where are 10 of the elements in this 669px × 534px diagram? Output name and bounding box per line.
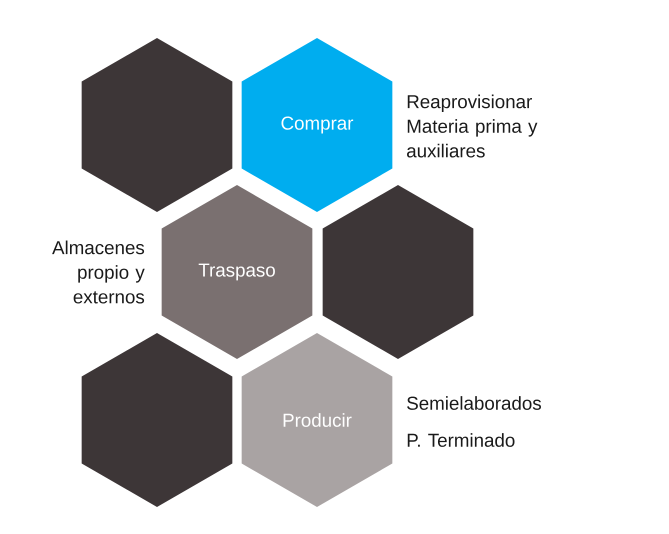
hexagon <box>82 38 232 212</box>
hexagon: Producir <box>242 333 392 507</box>
side-note: Semielaborados <box>407 396 541 410</box>
hexagon <box>322 185 474 359</box>
side-note: P. Terminado <box>408 433 514 447</box>
hexagon: Traspaso <box>162 185 312 359</box>
side-note: Reaprovisionar Materia prima y auxiliares <box>407 94 538 158</box>
hexagon: Comprar <box>242 38 392 212</box>
hexagon <box>82 333 232 507</box>
side-note: Almacenes propio y externos <box>52 240 145 304</box>
